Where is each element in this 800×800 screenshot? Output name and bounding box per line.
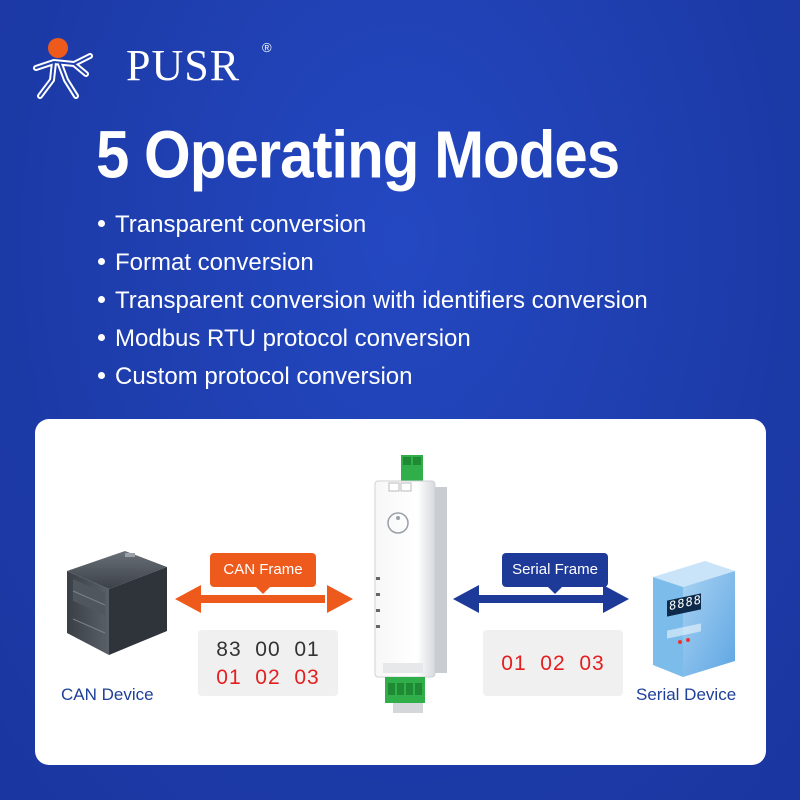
- pusr-runner-icon: [33, 38, 93, 99]
- badge-pointer-icon: [256, 587, 270, 594]
- serial-bidirectional-arrow: [453, 585, 629, 613]
- operating-modes-list: Transparent conversion Format conversion…: [98, 206, 648, 396]
- list-item: Modbus RTU protocol conversion: [98, 320, 648, 358]
- mode-label: Modbus RTU protocol conversion: [115, 325, 471, 352]
- converter-module-image: [374, 455, 447, 713]
- serial-device-label: Serial Device: [636, 685, 737, 704]
- can-device-image: [67, 551, 167, 655]
- bullet-icon: [98, 258, 105, 266]
- serial-frame-data-bytes: 01 02 03: [501, 652, 605, 675]
- can-bidirectional-arrow: [175, 585, 353, 613]
- pusr-logo: PUSR ®: [30, 34, 272, 104]
- list-item: Format conversion: [98, 244, 648, 282]
- can-frame-badge: CAN Frame: [210, 553, 316, 594]
- brand-name: PUSR: [126, 41, 241, 90]
- badge-pointer-icon: [548, 587, 562, 594]
- can-frame-id-bytes: 83 00 01: [216, 638, 320, 661]
- mode-label: Custom protocol conversion: [115, 363, 413, 390]
- can-frame-data-box: 83 00 01 01 02 03: [198, 630, 338, 696]
- mode-label: Transparent conversion: [115, 211, 367, 238]
- serial-device-image: [653, 561, 735, 677]
- serial-frame-label: Serial Frame: [512, 561, 598, 578]
- list-item: Transparent conversion: [98, 206, 648, 244]
- mode-label: Format conversion: [115, 249, 314, 276]
- bullet-icon: [98, 334, 105, 342]
- can-frame-data-bytes: 01 02 03: [216, 666, 320, 689]
- diagram-graphics: [67, 455, 735, 713]
- can-device-label: CAN Device: [61, 685, 154, 704]
- page-title: 5 Operating Modes: [96, 117, 620, 193]
- list-item: Custom protocol conversion: [98, 358, 648, 396]
- mode-label: Transparent conversion with identifiers …: [115, 287, 648, 314]
- serial-frame-badge: Serial Frame: [502, 553, 608, 594]
- registered-mark: ®: [262, 40, 272, 55]
- bullet-icon: [98, 296, 105, 304]
- list-item: Transparent conversion with identifiers …: [98, 282, 648, 320]
- bullet-icon: [98, 220, 105, 228]
- can-frame-label: CAN Frame: [223, 561, 303, 578]
- conversion-diagram-panel: 8888 CAN Frame Serial Frame 83 00 01 01 …: [35, 419, 766, 765]
- bullet-icon: [98, 372, 105, 380]
- serial-frame-data-box: 01 02 03: [483, 630, 623, 696]
